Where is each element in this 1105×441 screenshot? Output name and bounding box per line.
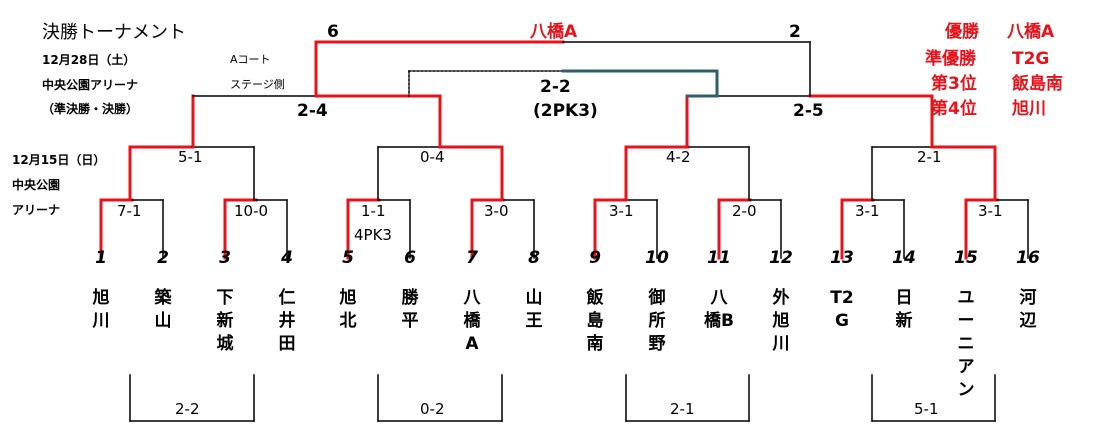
court-a-label: Aコート (230, 53, 271, 66)
team-number: 13 (830, 248, 854, 268)
consolation-score-1: 2-2 (175, 400, 200, 418)
first-round-score-4: 3-0 (484, 202, 509, 220)
first-round-pk: 4PK3 (354, 226, 392, 244)
first-round-score-1: 7-1 (117, 202, 142, 220)
team-name: 御所野 (648, 288, 666, 354)
first-round-score-6: 2-0 (732, 202, 757, 220)
team-name: 外旭川 (772, 288, 790, 354)
final-winner: 八橋A (530, 22, 578, 42)
team-number: 14 (892, 248, 916, 268)
team-name: 勝平 (401, 288, 419, 331)
quarterfinal-score-2: 0-4 (420, 148, 445, 166)
final-right-score: 2 (789, 22, 801, 42)
team-number: 15 (954, 248, 978, 268)
team-number: 2 (157, 248, 169, 268)
early-venue-1: 中央公園 (12, 178, 61, 192)
runner-up-label: 準優勝 (925, 49, 976, 69)
team-number: 3 (219, 248, 231, 268)
final-venue: 中央公園アリーナ (42, 78, 139, 92)
team-number: 5 (342, 248, 354, 268)
consolation-score-4: 5-1 (914, 400, 939, 418)
fourth-label: 第4位 (931, 99, 977, 119)
third-place-score: 2-2 (540, 77, 571, 97)
team-number: 8 (528, 248, 540, 268)
team-name: 下新城 (216, 288, 234, 354)
team-number: 16 (1016, 248, 1040, 268)
team-number: 11 (707, 248, 731, 268)
champion-name: 八橋A (1007, 22, 1055, 42)
first-round-score-3: 1-1 (361, 202, 386, 220)
quarterfinal-score-4: 2-1 (917, 148, 942, 166)
team-name: 旭川 (92, 288, 110, 331)
fourth-name: 旭川 (1012, 99, 1046, 119)
team-number: 10 (645, 248, 669, 268)
team-name: 日新 (895, 288, 913, 331)
team-number: 12 (769, 248, 793, 268)
first-round-score-8: 3-1 (978, 202, 1003, 220)
team-name: 仁井田 (278, 288, 296, 354)
team-number: 9 (589, 248, 601, 268)
team-name: 築山 (154, 288, 172, 331)
team-number: 1 (95, 248, 107, 268)
team-number: 4 (281, 248, 293, 268)
semifinal-left-score: 2-4 (297, 101, 328, 121)
team-name: 山王 (525, 288, 543, 331)
team-name: 飯島南 (586, 288, 604, 354)
team-name: 河辺 (1019, 288, 1037, 331)
team-name: 八橋A (463, 288, 481, 354)
bracket-title: 決勝トーナメント (42, 22, 186, 43)
champion-label: 優勝 (945, 22, 979, 42)
consolation-score-2: 0-2 (420, 400, 445, 418)
early-date: 12月15日（日） (12, 153, 106, 167)
third-label: 第3位 (931, 74, 977, 94)
semifinal-right-score: 2-5 (793, 101, 824, 121)
final-left-score: 6 (327, 22, 339, 42)
team-name: T2G (830, 288, 854, 331)
consolation-score-3: 2-1 (670, 400, 695, 418)
team-number: 7 (466, 248, 478, 268)
quarterfinal-score-1: 5-1 (178, 148, 203, 166)
quarterfinal-score-3: 4-2 (666, 148, 691, 166)
third-name: 飯島南 (1012, 74, 1063, 94)
court-stage-label: ステージ側 (230, 78, 285, 91)
team-name: ユーニアン (957, 288, 975, 400)
first-round-score-2: 10-0 (234, 202, 269, 220)
team-name: 旭北 (339, 288, 357, 331)
final-date: 12月28日（土） (42, 53, 136, 67)
first-round-score-7: 3-1 (855, 202, 880, 220)
runner-up-name: T2G (1012, 49, 1050, 69)
third-place-pk: (2PK3) (533, 101, 598, 121)
team-name: 八橋B (704, 288, 734, 331)
final-round-note: （準決勝・決勝） (42, 102, 139, 116)
team-number: 6 (404, 248, 416, 268)
early-venue-2: アリーナ (12, 203, 61, 217)
first-round-score-5: 3-1 (609, 202, 634, 220)
